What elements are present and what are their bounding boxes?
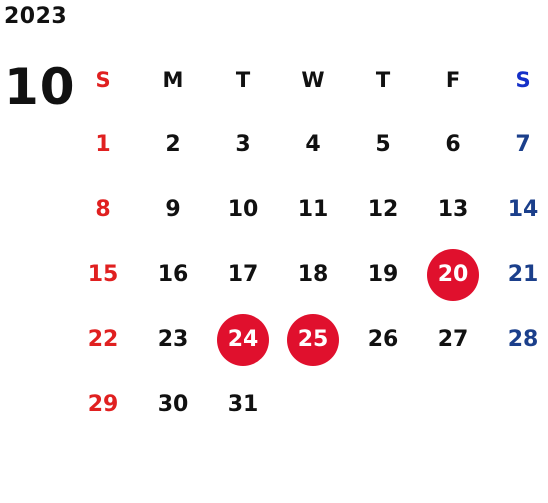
day-number: 1: [95, 132, 111, 157]
day-cell[interactable]: 2: [138, 112, 208, 177]
day-cell-highlighted[interactable]: 25: [278, 307, 348, 372]
year-label: 2023: [4, 4, 68, 29]
day-cell[interactable]: 7: [488, 112, 548, 177]
day-cell-highlighted[interactable]: 24: [208, 307, 278, 372]
day-cell[interactable]: 30: [138, 372, 208, 437]
day-number: 28: [507, 327, 539, 352]
day-number: 26: [367, 327, 399, 352]
day-cell[interactable]: 15: [68, 242, 138, 307]
weekday-header: W: [301, 67, 325, 92]
day-number: 4: [305, 132, 321, 157]
weekday-header: T: [375, 67, 391, 92]
day-cell[interactable]: 12: [348, 177, 418, 242]
day-cell[interactable]: 21: [488, 242, 548, 307]
month-number: 10: [4, 58, 76, 116]
day-number: 21: [507, 262, 539, 287]
day-cell[interactable]: 1: [68, 112, 138, 177]
day-number: 20: [437, 262, 469, 287]
day-number: 8: [95, 197, 111, 222]
day-number: 22: [87, 327, 119, 352]
day-number: 25: [297, 327, 329, 352]
weekday-header: M: [162, 67, 184, 92]
day-number: 27: [437, 327, 469, 352]
day-number: 5: [375, 132, 391, 157]
day-cell[interactable]: 29: [68, 372, 138, 437]
day-cell[interactable]: 14: [488, 177, 548, 242]
day-cell[interactable]: 13: [418, 177, 488, 242]
day-number: 12: [367, 197, 399, 222]
day-cell[interactable]: 4: [278, 112, 348, 177]
day-cell[interactable]: 10: [208, 177, 278, 242]
day-number: 14: [507, 197, 539, 222]
day-cell[interactable]: 31: [208, 372, 278, 437]
day-cell[interactable]: 18: [278, 242, 348, 307]
day-number: 7: [515, 132, 531, 157]
day-number: 18: [297, 262, 329, 287]
day-cell[interactable]: 16: [138, 242, 208, 307]
day-number: 2: [165, 132, 181, 157]
day-number: 29: [87, 392, 119, 417]
day-cell[interactable]: 17: [208, 242, 278, 307]
day-cell[interactable]: 22: [68, 307, 138, 372]
day-number: 15: [87, 262, 119, 287]
day-number: 23: [157, 327, 189, 352]
weekday-header: S: [515, 67, 531, 92]
weekday-header: F: [445, 67, 461, 92]
day-cell[interactable]: 9: [138, 177, 208, 242]
day-cell[interactable]: 8: [68, 177, 138, 242]
weekday-header: S: [95, 67, 111, 92]
day-number: 11: [297, 197, 329, 222]
weekday-header: T: [235, 67, 251, 92]
day-number: 31: [227, 392, 259, 417]
day-number: 6: [445, 132, 461, 157]
day-number: 24: [227, 327, 259, 352]
day-number: 9: [165, 197, 181, 222]
day-cell[interactable]: 23: [138, 307, 208, 372]
day-number: 10: [227, 197, 259, 222]
day-cell[interactable]: 6: [418, 112, 488, 177]
day-cell[interactable]: 27: [418, 307, 488, 372]
day-cell[interactable]: 11: [278, 177, 348, 242]
day-cell[interactable]: 5: [348, 112, 418, 177]
day-number: 3: [235, 132, 251, 157]
day-number: 19: [367, 262, 399, 287]
day-number: 17: [227, 262, 259, 287]
day-cell[interactable]: 28: [488, 307, 548, 372]
day-cell-highlighted[interactable]: 20: [418, 242, 488, 307]
day-cell[interactable]: 3: [208, 112, 278, 177]
day-cell[interactable]: 26: [348, 307, 418, 372]
day-number: 16: [157, 262, 189, 287]
day-number: 30: [157, 392, 189, 417]
day-cell[interactable]: 19: [348, 242, 418, 307]
day-number: 13: [437, 197, 469, 222]
